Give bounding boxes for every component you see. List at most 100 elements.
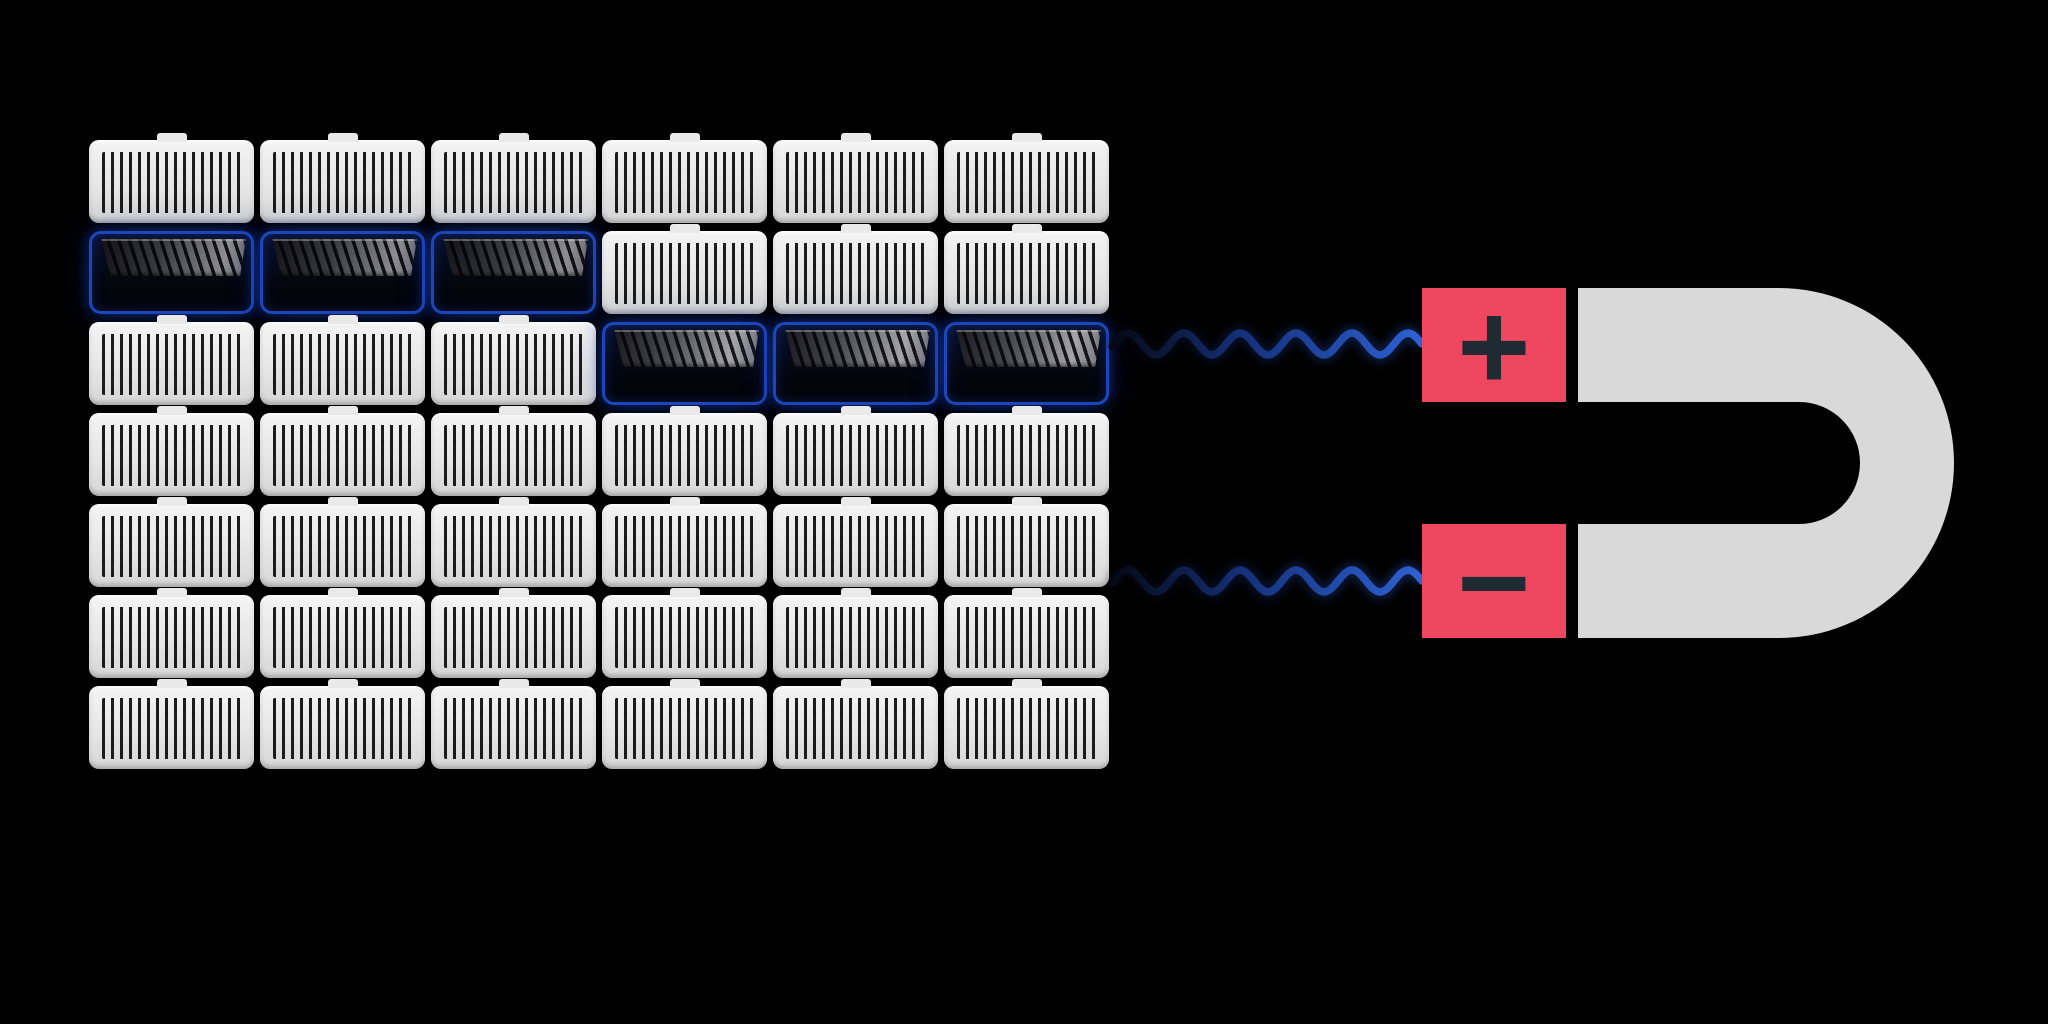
cartridge-card <box>89 679 254 769</box>
cartridge-tab <box>1011 406 1042 415</box>
cartridge-tab <box>840 224 871 233</box>
cartridge-tab <box>498 497 529 506</box>
cartridge-stripes <box>102 607 242 668</box>
cartridge-card <box>944 224 1109 314</box>
cartridge-stripes <box>615 698 755 759</box>
cartridge-card <box>773 679 938 769</box>
cartridge-tab <box>498 588 529 597</box>
cartridge-stripes <box>273 425 413 486</box>
cartridge-stripes <box>102 516 242 577</box>
cartridge-card <box>431 497 596 587</box>
cartridge-card <box>602 224 767 314</box>
tilted-dark-cartridge <box>956 330 1101 367</box>
cartridge-card <box>431 406 596 496</box>
highlighted-slot <box>773 322 938 405</box>
cartridge-card <box>773 406 938 496</box>
cartridge-stripes <box>615 243 755 304</box>
cartridge-tab <box>498 406 529 415</box>
cartridge-stripes <box>273 516 413 577</box>
cartridge-stripes <box>786 243 926 304</box>
cartridge-card <box>602 679 767 769</box>
cartridge-stripes <box>957 425 1097 486</box>
cartridge-stripes <box>786 516 926 577</box>
cartridge-tab <box>156 588 187 597</box>
cartridge-card <box>431 588 596 678</box>
cartridge-tab <box>669 406 700 415</box>
cartridge-tab <box>669 679 700 688</box>
cartridge-stripes <box>444 698 584 759</box>
cartridge-card <box>260 133 425 223</box>
magnet-body <box>1578 288 1954 638</box>
tilted-dark-cartridge <box>272 239 417 276</box>
cartridge-stripes <box>102 152 242 213</box>
cartridge-card <box>89 315 254 405</box>
cartridge-stripes <box>444 334 584 395</box>
cartridge-tab <box>498 133 529 142</box>
cartridge-tab <box>669 497 700 506</box>
cartridge-stripes <box>615 152 755 213</box>
cartridge-tab <box>498 315 529 324</box>
cartridge-stripes <box>615 607 755 668</box>
cartridge-stripes <box>102 425 242 486</box>
cartridge-card <box>260 497 425 587</box>
tilted-dark-cartridge <box>614 330 759 367</box>
magnet-pole-negative: − <box>1422 524 1566 638</box>
magnet-pole-positive: + <box>1422 288 1566 402</box>
tilted-dark-cartridge <box>443 239 588 276</box>
cartridge-tab <box>1011 133 1042 142</box>
cartridge-card <box>260 406 425 496</box>
cartridge-card <box>260 588 425 678</box>
cartridge-tab <box>1011 224 1042 233</box>
cartridge-tab <box>327 588 358 597</box>
cartridge-tab <box>327 679 358 688</box>
cartridge-tab <box>498 679 529 688</box>
cartridge-card <box>944 497 1109 587</box>
cartridge-tab <box>156 406 187 415</box>
cartridge-tab <box>669 133 700 142</box>
highlighted-slot <box>431 231 596 314</box>
cartridge-card <box>773 588 938 678</box>
cartridge-tab <box>1011 497 1042 506</box>
cartridge-stripes <box>957 607 1097 668</box>
cartridge-stripes <box>273 152 413 213</box>
cartridge-tab <box>327 497 358 506</box>
cartridge-card <box>431 679 596 769</box>
cartridge-card <box>602 588 767 678</box>
cartridge-tab <box>1011 679 1042 688</box>
cartridge-stripes <box>273 698 413 759</box>
cartridge-stripes <box>444 607 584 668</box>
cartridge-tab <box>156 679 187 688</box>
cartridge-card <box>944 133 1109 223</box>
cartridge-stripes <box>444 425 584 486</box>
cartridge-card <box>89 588 254 678</box>
cartridge-tab <box>840 497 871 506</box>
cartridge-tab <box>1011 588 1042 597</box>
cartridge-card <box>944 588 1109 678</box>
cartridge-tab <box>840 406 871 415</box>
cartridge-tab <box>156 133 187 142</box>
cartridge-card <box>89 133 254 223</box>
cartridge-stripes <box>444 152 584 213</box>
cartridge-card <box>89 497 254 587</box>
cartridge-card <box>89 406 254 496</box>
cartridge-stripes <box>102 334 242 395</box>
cartridge-stripes <box>444 516 584 577</box>
cartridge-card <box>773 133 938 223</box>
cartridge-stripes <box>957 516 1097 577</box>
cartridge-tab <box>669 588 700 597</box>
cartridge-tab <box>840 588 871 597</box>
cartridge-stripes <box>957 243 1097 304</box>
highlighted-slot <box>260 231 425 314</box>
cartridge-grid <box>89 133 1109 769</box>
tilted-dark-cartridge <box>785 330 930 367</box>
cartridge-tab <box>156 497 187 506</box>
highlighted-slot <box>602 322 767 405</box>
cartridge-card <box>773 497 938 587</box>
cartridge-stripes <box>786 607 926 668</box>
cartridge-card <box>944 679 1109 769</box>
cartridge-stripes <box>273 607 413 668</box>
cartridge-tab <box>156 315 187 324</box>
cartridge-card <box>260 315 425 405</box>
